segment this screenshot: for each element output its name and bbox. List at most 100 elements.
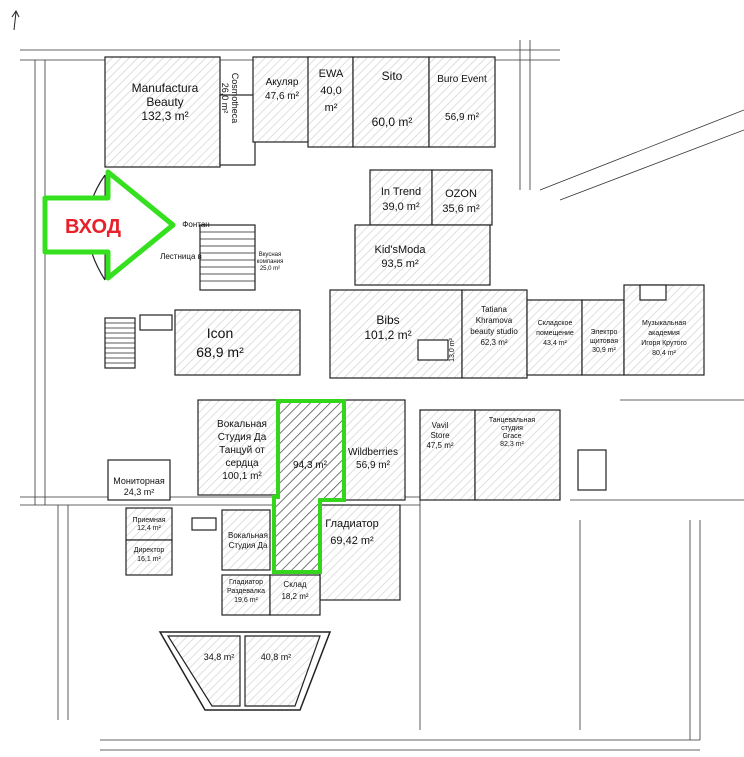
room-label-r348: 34,8 m²: [204, 652, 235, 662]
room-label-line: 47,5 m²: [426, 441, 453, 450]
room-label-cosmotheca: Cosmotheca26,0 m²: [220, 73, 240, 124]
room-label-line: Grace: [502, 433, 521, 440]
room-label-line: 93,5 m²: [381, 258, 419, 270]
room-label-line: Приемная: [132, 517, 165, 524]
room-label-line: Гладиатор: [229, 579, 263, 586]
room-label-line: 82,3 m²: [500, 441, 524, 448]
room-label-line: 34,8 m²: [204, 652, 235, 662]
room-label-line: компания: [257, 259, 284, 265]
room-label-kidsmoda: Kid'sModa 93,5 m²: [374, 244, 426, 270]
grid-lines: [20, 40, 744, 751]
stairs: [104, 224, 667, 531]
room-label-line: Раздевалка: [227, 588, 265, 595]
room-label-line: m²: [325, 102, 338, 114]
room-label-line: 80,4 m²: [652, 350, 676, 357]
room-label-line: 40,0: [320, 85, 341, 97]
room-label-line: Вокальная: [217, 419, 267, 430]
room-label-sklad1: Складское помещение 43,4 m²: [536, 320, 574, 347]
room-label-line: 68,9 m²: [196, 344, 244, 360]
room-label-line: Tatiana: [481, 305, 507, 314]
room-label-line: 19,6 m²: [234, 597, 258, 604]
room-label-line: Танцуй от: [219, 445, 265, 456]
room-label-line: 62,3 m²: [480, 338, 507, 347]
room-label-line: Гладиатор: [325, 518, 378, 530]
room-label-line: помещение: [536, 330, 574, 337]
room-label-line: Wildberries: [348, 447, 398, 458]
room-label-line: In Trend: [381, 186, 421, 198]
room-label-line: 69,42 m²: [330, 535, 374, 547]
room-label-line: 40,8 m²: [261, 652, 292, 662]
room-label-lestnica: Лестница в: [160, 252, 202, 261]
room-label-r408: 40,8 m²: [261, 652, 292, 662]
room-label-line: 132,3 m²: [141, 109, 188, 123]
room-label-line: 25,0 m²: [260, 266, 280, 272]
entry-label: ВХОД: [65, 216, 121, 238]
room-label-line: 101,2 m²: [364, 328, 411, 342]
room-label-line: Store: [430, 431, 450, 440]
room-label-line: 12,4 m²: [137, 525, 161, 532]
room-label-akular: Акуляр 47,6 m²: [265, 77, 300, 102]
room-label-line: Bibs: [376, 313, 399, 327]
room-label-line: 39,0 m²: [382, 201, 420, 213]
room-label-line: Игоря Крутого: [641, 340, 687, 347]
room-label-line: 30,9 m²: [592, 347, 616, 354]
room-label-line: сердца: [225, 458, 258, 469]
room-label-line: Beauty: [146, 95, 183, 109]
room-label-line: Лестница в: [160, 252, 202, 261]
room-label-line: 16,1 m²: [137, 556, 161, 563]
lower-middle: [107, 399, 561, 616]
room-label-line: Фонтан: [182, 220, 209, 229]
top-row-shops: [104, 56, 496, 286]
room-label-line: 94,3 m²: [293, 460, 328, 471]
room-label-fontan: Фонтан: [182, 220, 209, 229]
room-label-line: 26,0 m²: [220, 83, 230, 114]
room-label-line: 35,6 m²: [442, 203, 480, 215]
room-label-line: Вокальная: [228, 531, 268, 540]
room-label-line: Электро: [591, 329, 618, 336]
room-label-icon: Icon 68,9 m²: [196, 325, 244, 360]
room-label-line: 60,0 m²: [372, 115, 413, 129]
room-label-line: академия: [648, 330, 680, 337]
room-label-director: Директор 16,1 m²: [134, 547, 165, 563]
room-label-line: Акуляр: [266, 77, 299, 88]
room-label-line: 47,6 m²: [265, 91, 300, 102]
room-label-line: Вкусная: [259, 252, 282, 258]
room-label-buro: Buro Event 56,9 m²: [437, 74, 487, 123]
room-label-line: Buro Event: [437, 74, 487, 85]
room-label-line: 43,4 m²: [543, 340, 567, 347]
room-label-highlight: 94,3 m²: [293, 460, 328, 471]
middle-row: [174, 284, 705, 379]
room-label-line: 24,3 m²: [124, 487, 155, 497]
north-arrow-icon: [11, 10, 20, 31]
room-label-sito: Sito 60,0 m²: [372, 69, 413, 129]
room-label-small13: 13,0 m²: [449, 337, 456, 361]
room-label-gladiator: Гладиатор 69,42 m²: [325, 518, 378, 547]
room-label-line: 100,1 m²: [222, 471, 262, 482]
room-label-line: Директор: [134, 547, 165, 554]
room-label-line: Складское: [538, 320, 573, 327]
room-label-line: beauty studio: [470, 327, 518, 336]
room-label-line: 18,2 m²: [281, 592, 308, 601]
room-label-line: Sito: [382, 69, 403, 83]
room-label-line: Студия Да: [218, 432, 267, 443]
room-label-line: Kid'sModa: [374, 244, 426, 256]
room-label-line: Icon: [207, 325, 233, 341]
room-label-line: студия: [501, 425, 523, 432]
room-label-intrend: In Trend 39,0 m²: [381, 186, 421, 213]
room-label-line: 56,9 m²: [445, 112, 480, 123]
room-label-line: Музыкальная: [642, 320, 686, 327]
